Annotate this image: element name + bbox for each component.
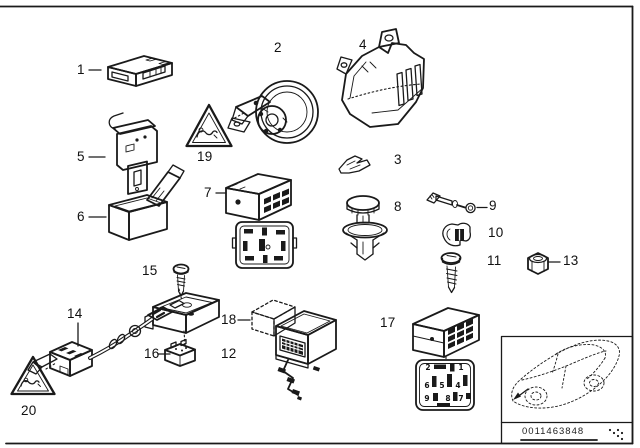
callout-7[interactable]: 7 (204, 185, 212, 200)
callout-9[interactable]: 9 (489, 198, 497, 213)
socket-pin-9: 9 (424, 394, 429, 403)
callout-3[interactable]: 3 (394, 152, 402, 167)
part-9-bulb-drawing (426, 192, 488, 214)
socket-pin-2: 2 (425, 363, 430, 372)
part-13-nut-drawing (527, 252, 561, 275)
part-3-clip-drawing (338, 155, 371, 174)
callout-10[interactable]: 10 (488, 225, 504, 240)
part-10-clip-drawing (442, 222, 472, 247)
callout-1[interactable]: 1 (77, 62, 85, 77)
part-20-warning-triangle (10, 355, 57, 396)
part-16-switch-drawing (157, 338, 196, 367)
car-direction-arrow (513, 388, 529, 400)
frame-border (0, 5, 634, 445)
callout-6[interactable]: 6 (77, 209, 85, 224)
car-thumbnail (511, 339, 620, 409)
part-14-wiring-harness-drawing (27, 299, 185, 377)
callout-13[interactable]: 13 (563, 253, 579, 268)
mounting-bracket-drawing (144, 292, 220, 346)
part-8-expansion-rivet-drawing (342, 195, 388, 261)
diagram-id: 0011463848 (522, 426, 585, 437)
callout-20[interactable]: 20 (21, 403, 37, 418)
socket-pin-1: 1 (458, 363, 463, 372)
part-1-control-unit-drawing (88, 55, 173, 87)
part-17-socket-view: 2 1 6 5 4 9 8 7 (415, 359, 475, 411)
footer-marks (520, 428, 624, 441)
part-19-warning-triangle (185, 103, 245, 148)
part-2-horn-drawing (227, 80, 319, 144)
callout-4[interactable]: 4 (359, 37, 367, 52)
callout-14[interactable]: 14 (67, 306, 83, 321)
part-7-relay-drawing (215, 173, 292, 221)
part-5-sensor-drawing (88, 112, 158, 195)
callout-15[interactable]: 15 (142, 263, 158, 278)
callout-12[interactable]: 12 (221, 346, 237, 361)
callout-8[interactable]: 8 (394, 199, 402, 214)
socket-pin-4: 4 (455, 381, 460, 390)
thumbnail-box (500, 335, 634, 445)
callout-19[interactable]: 19 (197, 149, 213, 164)
socket-pin-8: 8 (445, 394, 450, 403)
part-7-socket-view (231, 221, 298, 269)
part-15-screw-drawing (172, 263, 190, 302)
part-4-bracket-drawing (336, 28, 425, 128)
socket-pin-7: 7 (458, 394, 463, 403)
callout-11[interactable]: 11 (487, 253, 502, 268)
socket-pin-6: 6 (424, 381, 429, 390)
part-18-relay-cube-drawing (237, 299, 296, 337)
socket-pin-5: 5 (439, 381, 444, 390)
part-11-screw-drawing (440, 252, 462, 294)
callout-18[interactable]: 18 (221, 312, 237, 327)
part-17-control-module-drawing (412, 307, 480, 362)
part-6-housing-drawing (88, 164, 185, 241)
callout-17[interactable]: 17 (380, 315, 396, 330)
callout-16[interactable]: 16 (144, 346, 160, 361)
part-12-relay-module-drawing (275, 310, 337, 401)
callout-2[interactable]: 2 (274, 40, 282, 55)
callout-5[interactable]: 5 (77, 149, 85, 164)
